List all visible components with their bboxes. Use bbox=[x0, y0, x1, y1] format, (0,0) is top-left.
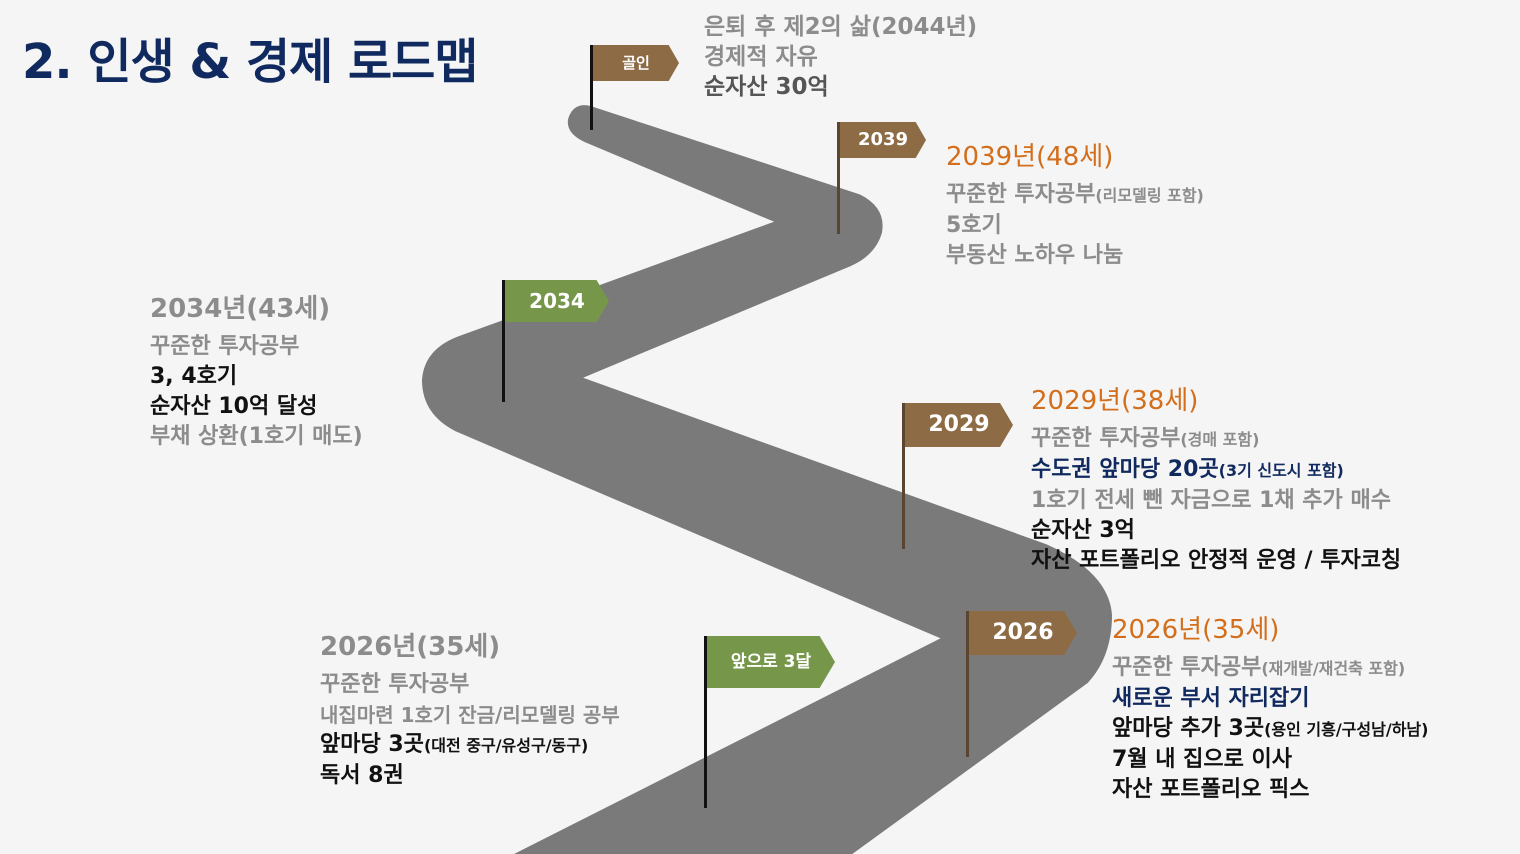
milestone-2039: 2039년(48세) 꾸준한 투자공부(리모델링 포함) 5호기 부동산 노하우… bbox=[946, 142, 1204, 271]
milestone-line: 꾸준한 투자공부 bbox=[150, 334, 300, 359]
milestone-line: 앞마당 추가 3곳(용인 기흥/구성남/하남) bbox=[1112, 716, 1429, 741]
goal-line: 순자산 30억 bbox=[704, 74, 829, 100]
flag-pole bbox=[590, 45, 593, 130]
milestone-heading: 2026년(35세) bbox=[320, 632, 501, 662]
milestone-line: 5호기 bbox=[946, 213, 1002, 238]
milestone-heading: 2034년(43세) bbox=[150, 294, 331, 324]
goal-block: 은퇴 후 제2의 삶(2044년) 경제적 자유 순자산 30억 bbox=[704, 12, 977, 102]
milestone-2026: 2026년(35세) 꾸준한 투자공부(재개발/재건축 포함) 새로운 부서 자… bbox=[1112, 615, 1428, 805]
flag-label: 2026 bbox=[969, 611, 1077, 655]
flag-label: 2039 bbox=[840, 122, 926, 158]
milestone-line: 순자산 10억 달성 bbox=[150, 394, 318, 419]
goal-line: 은퇴 후 제2의 삶(2044년) bbox=[704, 14, 978, 40]
milestone-line: 새로운 부서 자리잡기 bbox=[1112, 686, 1310, 711]
flag-pole bbox=[837, 122, 840, 234]
milestone-2034: 2034년(43세) 꾸준한 투자공부 3, 4호기 순자산 10억 달성 부채… bbox=[150, 294, 363, 452]
flag-pole bbox=[966, 611, 969, 757]
flag-pole bbox=[502, 280, 505, 402]
milestone-line: 독서 8권 bbox=[320, 763, 404, 788]
flag-label: 앞으로 3달 bbox=[707, 636, 835, 688]
milestone-line: 수도권 앞마당 20곳(3기 신도시 포함) bbox=[1031, 457, 1344, 482]
goal-line: 경제적 자유 bbox=[704, 44, 818, 70]
milestone-heading: 2029년(38세) bbox=[1031, 386, 1199, 416]
milestone-line: 꾸준한 투자공부 bbox=[320, 672, 470, 697]
milestone-line: 부채 상환(1호기 매도) bbox=[150, 424, 363, 449]
flag-label: 2029 bbox=[905, 403, 1013, 447]
flag-pole bbox=[902, 403, 905, 549]
page-title: 2. 인생 & 경제 로드맵 bbox=[22, 34, 478, 90]
milestone-line: 앞마당 3곳(대전 중구/유성구/동구) bbox=[320, 732, 589, 757]
milestone-line: 7월 내 집으로 이사 bbox=[1112, 747, 1292, 772]
flag-pole bbox=[704, 636, 707, 808]
flag-label: 2034 bbox=[505, 280, 609, 322]
milestone-line: 꾸준한 투자공부(경매 포함) bbox=[1031, 426, 1260, 451]
milestone-line: 꾸준한 투자공부(리모델링 포함) bbox=[946, 182, 1204, 207]
milestone-now: 2026년(35세) 꾸준한 투자공부 내집마련 1호기 잔금/리모델링 공부 … bbox=[320, 632, 620, 791]
milestone-line: 3, 4호기 bbox=[150, 364, 238, 389]
milestone-line: 순자산 3억 bbox=[1031, 518, 1135, 543]
milestone-heading: 2026년(35세) bbox=[1112, 615, 1280, 645]
milestone-line: 자산 포트폴리오 안정적 운영 / 투자코칭 bbox=[1031, 548, 1402, 573]
flag-label: 골인 bbox=[593, 45, 679, 81]
milestone-line: 내집마련 1호기 잔금/리모델링 공부 bbox=[320, 703, 620, 727]
milestone-line: 꾸준한 투자공부(재개발/재건축 포함) bbox=[1112, 655, 1406, 680]
milestone-line: 부동산 노하우 나눔 bbox=[946, 243, 1124, 268]
milestone-heading: 2039년(48세) bbox=[946, 142, 1114, 172]
milestone-2029: 2029년(38세) 꾸준한 투자공부(경매 포함) 수도권 앞마당 20곳(3… bbox=[1031, 386, 1401, 576]
milestone-line: 1호기 전세 뺀 자금으로 1채 추가 매수 bbox=[1031, 488, 1391, 513]
milestone-line: 자산 포트폴리오 픽스 bbox=[1112, 777, 1310, 802]
